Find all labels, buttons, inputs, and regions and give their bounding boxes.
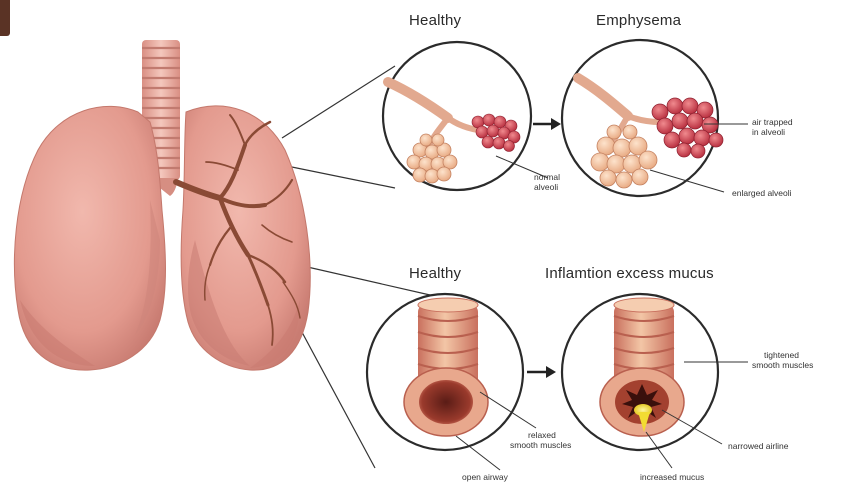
healthy-alveoli-circle (383, 42, 531, 190)
label-relaxed-line2: smooth muscles (510, 440, 571, 450)
label-air-trapped-line1: air trapped (752, 117, 793, 127)
inflamed-airway-circle (562, 294, 718, 450)
label-narrowed-airline: narrowed airline (728, 441, 788, 451)
label-increased-mucus: increased mucus (640, 472, 704, 482)
label-air-trapped-line2: in alveoli (752, 127, 793, 137)
arrow-top (533, 118, 561, 130)
label-normal-alveoli: normal alveoli (534, 172, 560, 192)
emphysema-circle (562, 40, 723, 196)
label-normal-line1: normal (534, 172, 560, 182)
label-tightened-muscles: tightened smooth muscles (752, 350, 813, 370)
label-normal-line2: alveoli (534, 182, 560, 192)
label-relaxed-line1: relaxed (510, 430, 571, 440)
label-open-airway: open airway (462, 472, 508, 482)
label-relaxed-muscles: relaxed smooth muscles (510, 430, 571, 450)
label-air-trapped: air trapped in alveoli (752, 117, 793, 137)
arrow-bottom (527, 366, 556, 378)
header-inflammation: Inflamtion excess mucus (545, 265, 714, 282)
header-healthy-top: Healthy (409, 12, 461, 29)
header-healthy-bottom: Healthy (409, 265, 461, 282)
label-tightened-line2: smooth muscles (752, 360, 813, 370)
open-airway-lumen (419, 380, 473, 424)
healthy-airway-circle (367, 294, 523, 450)
lungs-illustration (14, 40, 310, 370)
header-emphysema: Emphysema (596, 12, 681, 29)
label-tightened-line1: tightened (752, 350, 813, 360)
label-enlarged-alveoli: enlarged alveoli (732, 188, 792, 198)
